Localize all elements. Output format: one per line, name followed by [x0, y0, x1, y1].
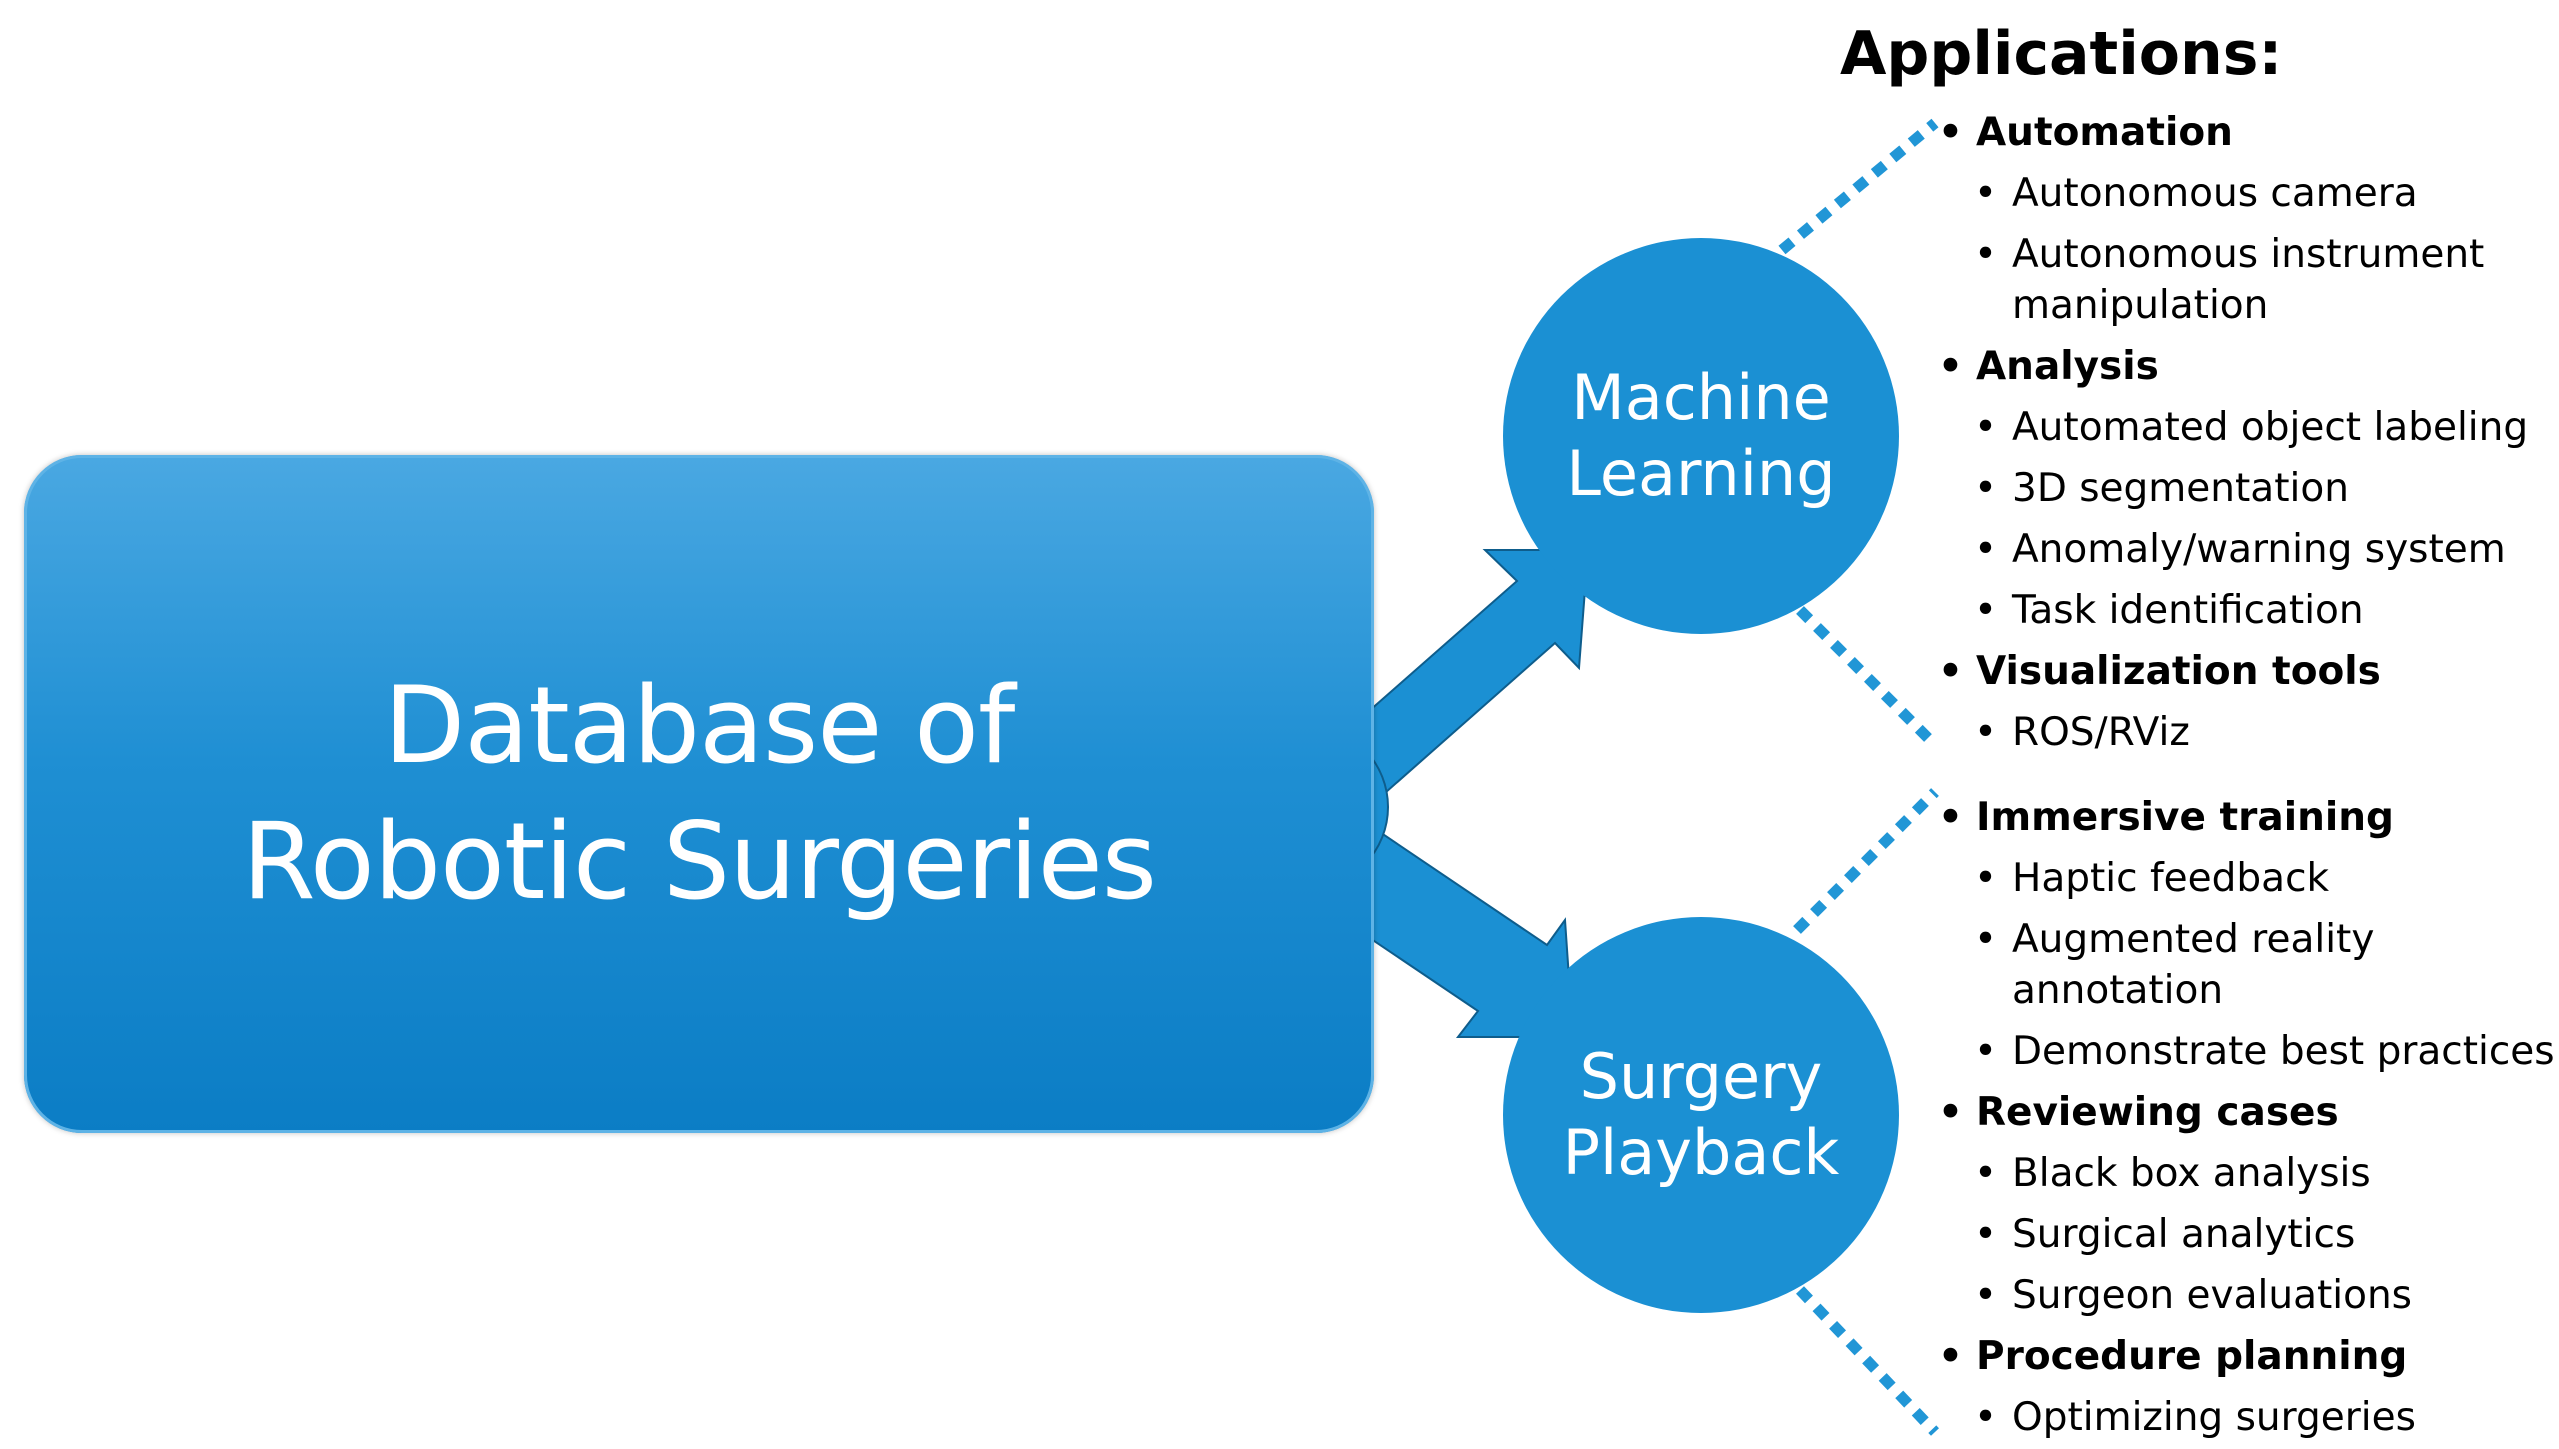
- list-item: Black box analysis: [1938, 1143, 2559, 1204]
- list-item: Anomaly/warning system: [1938, 519, 2559, 580]
- surgery-playback-line1: Surgery: [1579, 1040, 1823, 1113]
- list-item: Task identification: [1938, 580, 2559, 641]
- group-reviewing-cases: Reviewing cases: [1938, 1082, 2559, 1143]
- dotted-connector-ml-top: [1778, 118, 1939, 255]
- database-title-line2: Robotic Surgeries: [241, 800, 1157, 923]
- surgery-playback-circle: Surgery Playback: [1503, 917, 1899, 1313]
- dotted-connector-sp-top: [1793, 788, 1939, 934]
- surgery-playback-line2: Playback: [1562, 1116, 1840, 1189]
- applications-title: Applications:: [1840, 19, 2283, 89]
- dotted-connector-ml-bottom: [1796, 606, 1939, 749]
- list-item: Surgical analytics: [1938, 1204, 2559, 1265]
- arrow-to-machine-learning: [1334, 549, 1590, 802]
- database-title-line1: Database of: [383, 664, 1016, 787]
- list-item: Autonomous instrument manipulation: [1938, 224, 2559, 336]
- list-item: Automated object labeling: [1938, 397, 2559, 458]
- list-item: Autonomous camera: [1938, 163, 2559, 224]
- group-visualization-tools: Visualization tools: [1938, 641, 2559, 702]
- machine-learning-line2: Learning: [1566, 437, 1836, 510]
- group-analysis: Analysis: [1938, 336, 2559, 397]
- group-automation: Automation: [1938, 102, 2559, 163]
- list-item: 3D segmentation: [1938, 458, 2559, 519]
- list-item: Demonstrate best practices: [1938, 1021, 2559, 1082]
- machine-learning-line1: Machine: [1571, 361, 1831, 434]
- list-item: Surgeon evaluations: [1938, 1265, 2559, 1326]
- list-item: ROS/RViz: [1938, 702, 2559, 763]
- machine-learning-circle: Machine Learning: [1503, 238, 1899, 634]
- group-procedure-planning: Procedure planning: [1938, 1326, 2559, 1387]
- list-item: Augmented reality annotation: [1938, 909, 2559, 1021]
- list-item: Optimizing surgeries: [1938, 1387, 2559, 1448]
- dotted-connector-sp-bottom: [1796, 1286, 1939, 1436]
- applications-list: Automation Autonomous camera Autonomous …: [1938, 102, 2559, 1448]
- list-item: Haptic feedback: [1938, 848, 2559, 909]
- group-immersive-training: Immersive training: [1938, 787, 2559, 848]
- database-box: Database of Robotic Surgeries: [24, 455, 1374, 1133]
